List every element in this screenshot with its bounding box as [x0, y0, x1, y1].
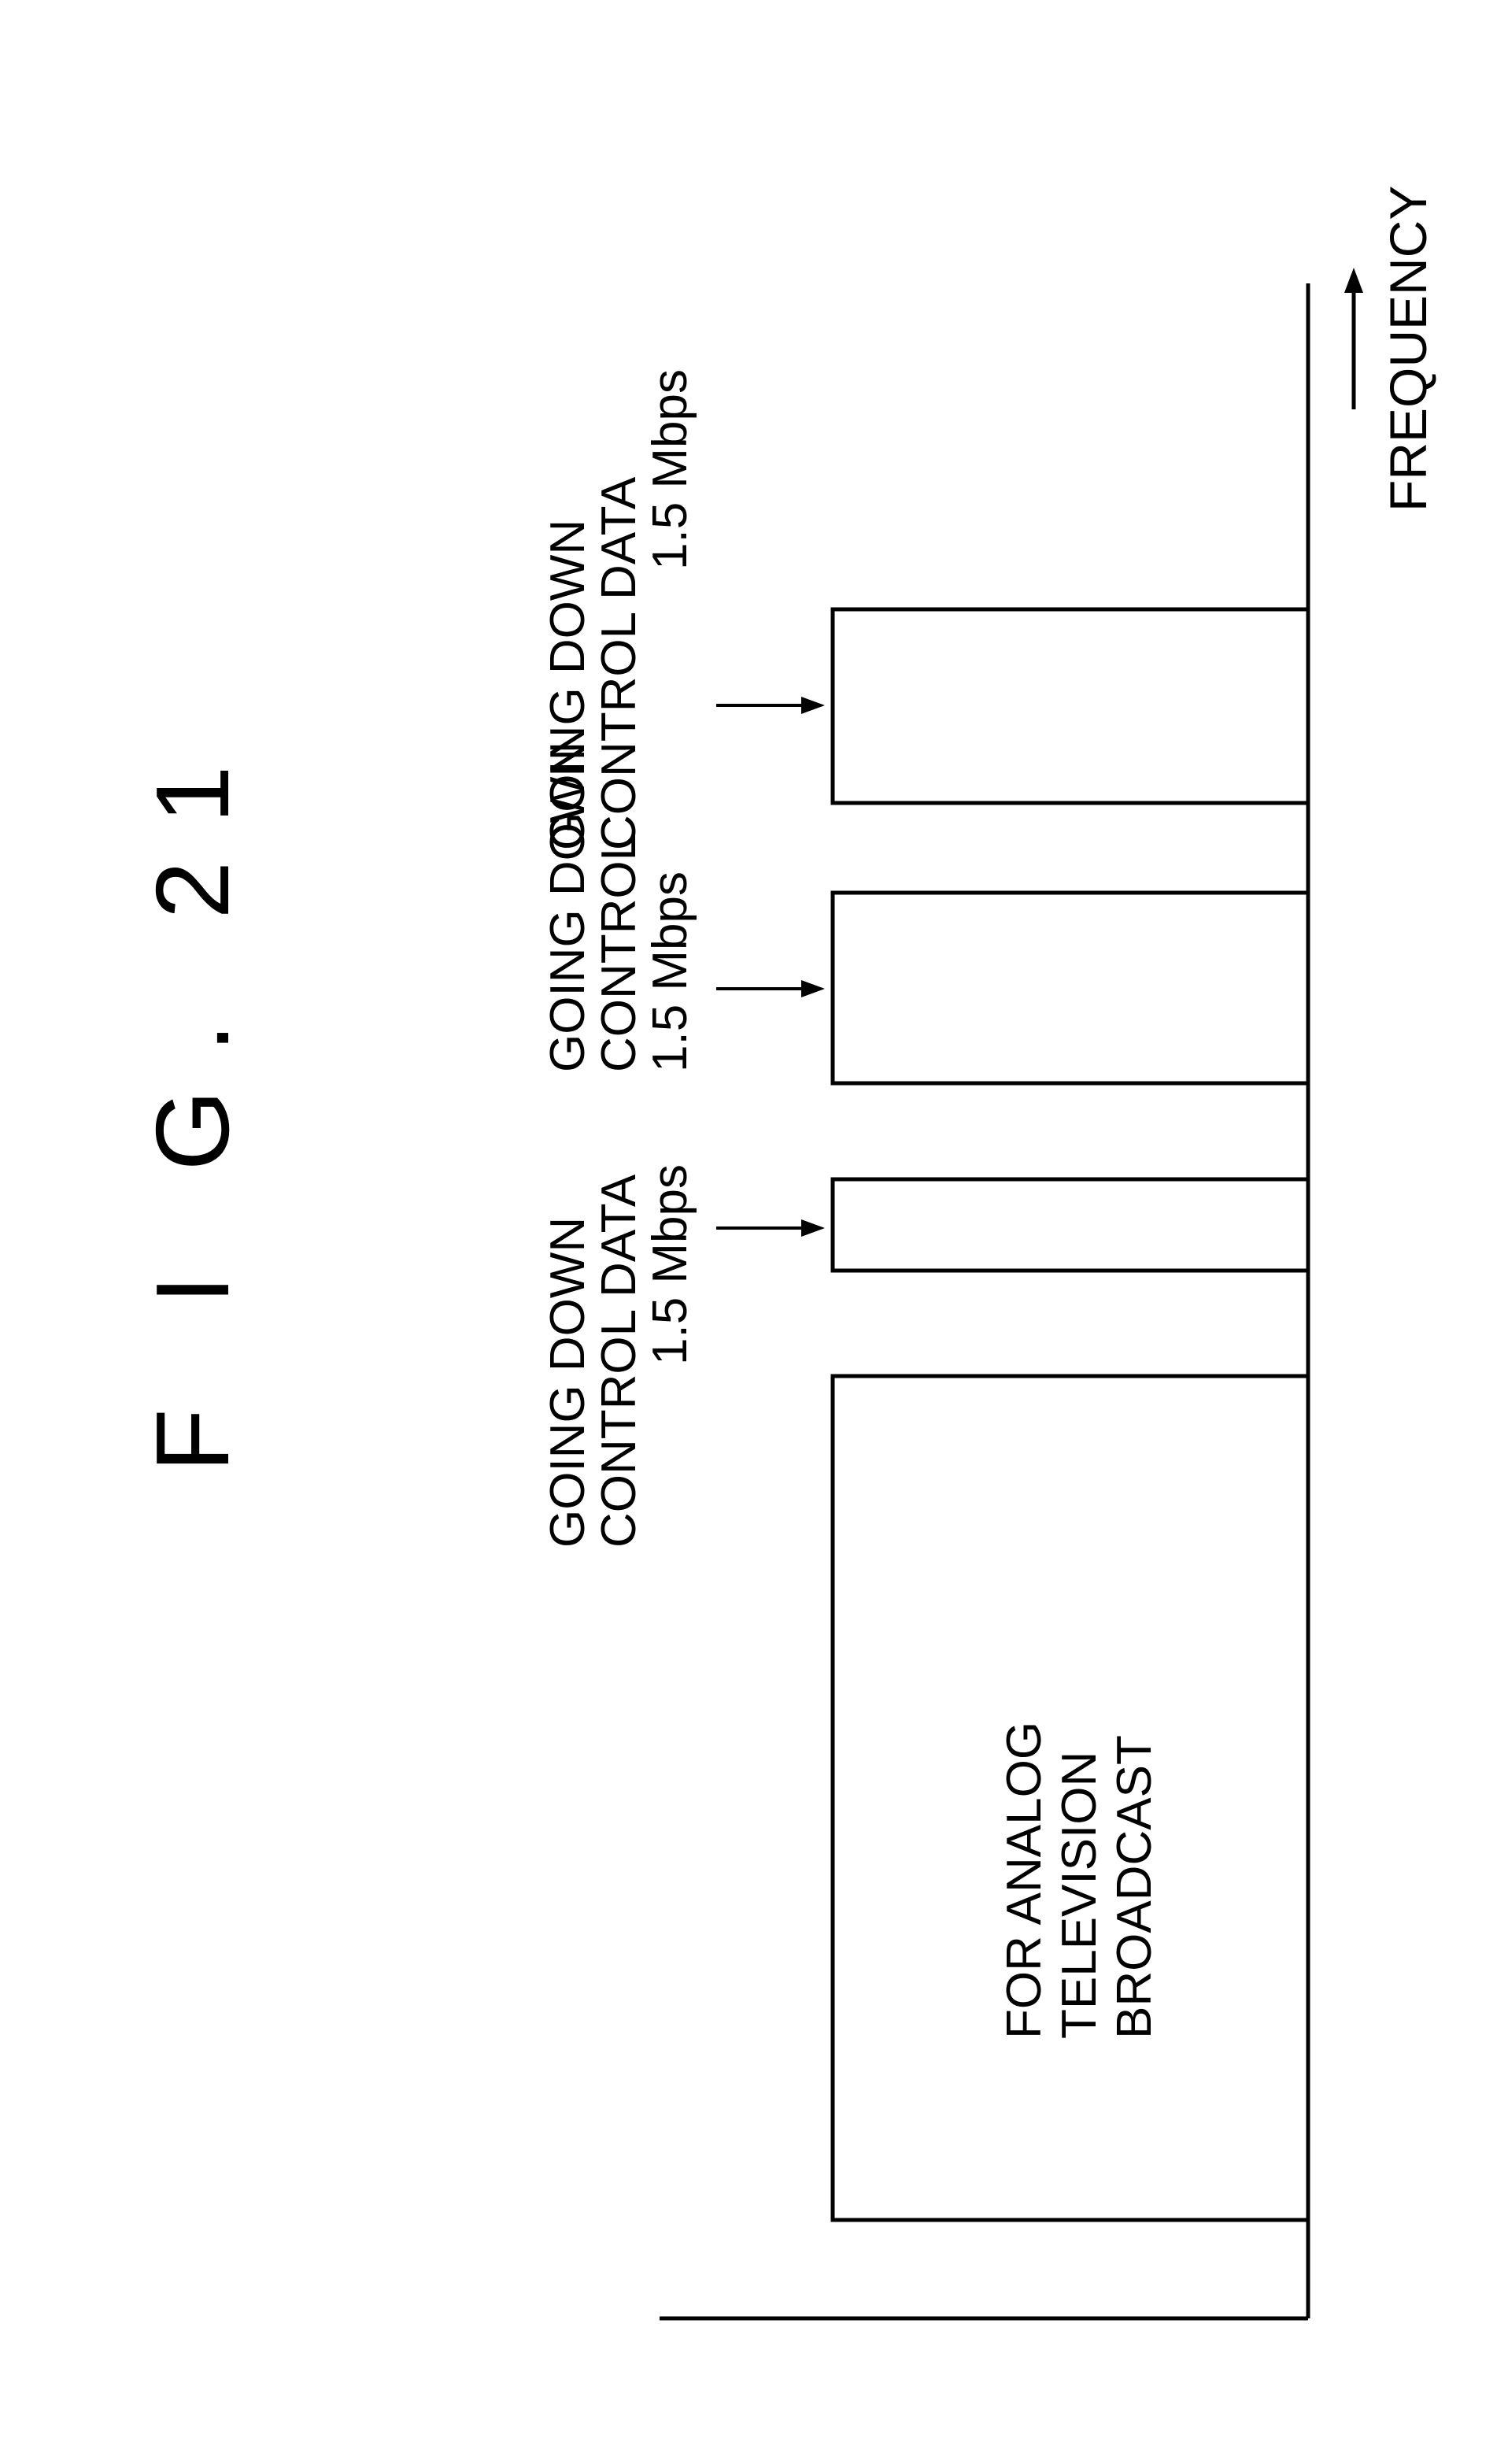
- band-control-data-1-label: GOING DOWN CONTROL DATA 1.5 Mbps: [541, 1164, 697, 1548]
- band-control-data-1-pointer-arrow: [716, 1219, 825, 1237]
- band-control-data-3-pointer-arrow: [716, 697, 825, 714]
- svg-text:GOING DOWN: GOING DOWN: [541, 1217, 595, 1548]
- frequency-axis-label: FREQUENCY: [1379, 186, 1437, 512]
- svg-text:TELEVISION: TELEVISION: [1052, 1752, 1107, 2039]
- frequency-direction-arrow: [1344, 268, 1363, 409]
- figure-title: F I G. 21: [135, 728, 250, 1473]
- band-analog-tv-label: FOR ANALOG TELEVISION BROADCAST: [997, 1722, 1162, 2039]
- svg-text:1.5 Mbps: 1.5 Mbps: [643, 1164, 697, 1365]
- band-control-data-2-block: [833, 893, 1308, 1083]
- band-control-data-3-label: GOING DOWN CONTROL DATA 1.5 Mbps: [541, 369, 697, 850]
- svg-text:CONTROL: CONTROL: [592, 834, 646, 1072]
- svg-text:FOR ANALOG: FOR ANALOG: [997, 1722, 1052, 2039]
- band-control-data-1-block: [833, 1179, 1308, 1271]
- svg-text:BROADCAST: BROADCAST: [1107, 1735, 1162, 2039]
- svg-text:CONTROL DATA: CONTROL DATA: [592, 1174, 646, 1548]
- band-control-data-2-pointer-arrow: [716, 980, 825, 997]
- svg-text:CONTROL DATA: CONTROL DATA: [592, 476, 646, 850]
- svg-text:1.5 Mbps: 1.5 Mbps: [643, 369, 697, 570]
- svg-text:1.5 Mbps: 1.5 Mbps: [643, 871, 697, 1072]
- band-control-data-3-block: [833, 609, 1308, 803]
- svg-text:GOING DOWN: GOING DOWN: [541, 520, 595, 850]
